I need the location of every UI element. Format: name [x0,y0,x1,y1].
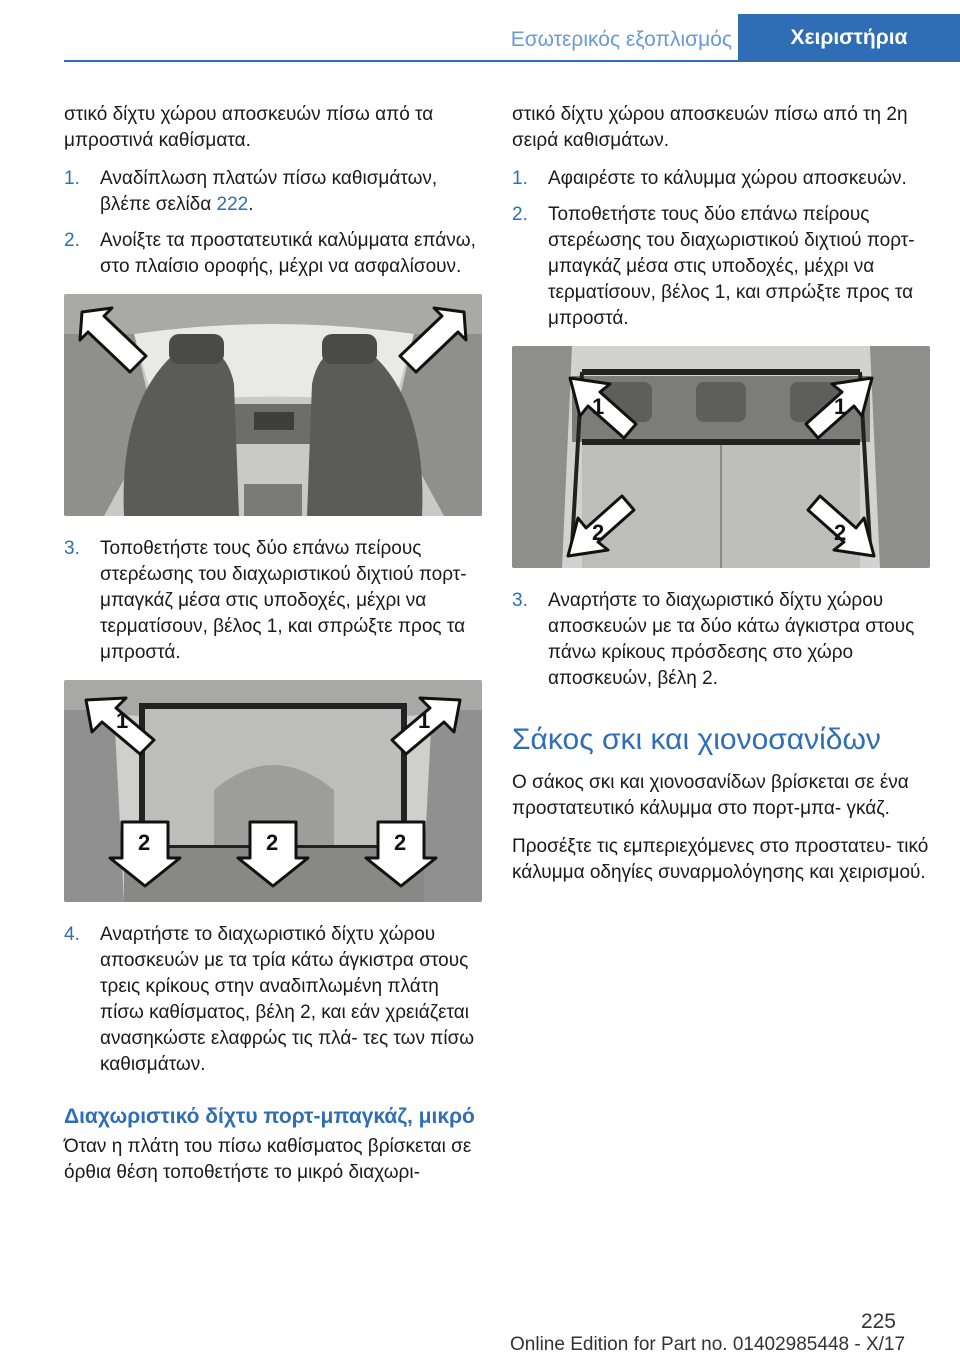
step-item: 2. Ανοίξτε τα προστατευτικά καλύμματα επ… [64,228,482,280]
arrow-up-right-icon [398,306,468,374]
arrow-label-1-icon: 1 [804,376,874,440]
arrow-up-left-icon [78,306,148,374]
arrow-label: 2 [266,830,278,855]
step-text: Αναρτήστε το διαχωριστικό δίχτυ χώρου απ… [100,924,475,1075]
step-item: 3. Τοποθετήστε τους δύο επάνω πείρους στ… [64,536,482,666]
header-rule [64,60,960,62]
step-text: Τοποθετήστε τους δύο επάνω πείρους στερέ… [100,538,467,663]
step-number: 4. [64,924,80,945]
section-paragraph: Προσέξτε τις εμπεριεχόμενες στο προστατε… [512,836,929,883]
figure-roof-covers [64,294,482,516]
step-text: Ανοίξτε τα προστατευτικά καλύμματα επάνω… [100,230,476,277]
footer-edition: Online Edition for Part no. 01402985448 … [510,1334,906,1355]
arrow-label-1-icon: 1 [390,696,462,756]
arrow-label-1-icon: 1 [568,376,638,440]
step-text-end: . [248,194,254,215]
step-text: Αναδίπλωση πλατών πίσω καθισμάτων, βλέπε… [100,168,438,215]
page-reference-link[interactable]: 222 [216,194,249,215]
section-paragraph: Ο σάκος σκι και χιονοσανίδων βρίσκεται σ… [512,772,909,819]
arrow-label: 2 [394,830,406,855]
step-text: Αφαιρέστε το κάλυμμα χώρου αποσκευών. [548,168,907,189]
step-text: Τοποθετήστε τους δύο επάνω πείρους στερέ… [548,204,915,329]
header-chapter-tab[interactable]: Χειριστήρια [738,14,960,62]
step-item: 4. Αναρτήστε το διαχωριστικό δίχτυ χώρου… [64,922,482,1078]
arrow-label: 1 [592,394,604,419]
left-intro-text: στικό δίχτυ χώρου αποσκευών πίσω από τα … [64,104,434,151]
arrow-label: 1 [116,708,128,733]
page-number: 225 [860,1310,896,1333]
step-item: 1. Αφαιρέστε το κάλυμμα χώρου αποσκευών. [512,166,930,192]
arrow-down-label-2-icon: 2 [108,820,182,888]
right-intro-text: στικό δίχτυ χώρου αποσκευών πίσω από τη … [512,104,908,151]
arrow-label: 2 [834,520,846,545]
step-number: 1. [64,168,80,189]
arrow-label-1-icon: 1 [84,696,156,756]
step-item: 2. Τοποθετήστε τους δύο επάνω πείρους στ… [512,202,930,332]
left-column: στικό δίχτυ χώρου αποσκευών πίσω από τα … [64,102,482,1198]
figure-net-front: 1 1 2 2 2 [64,680,482,902]
arrow-label: 2 [592,520,604,545]
step-number: 2. [512,204,528,225]
arrow-down-label-2-icon: 2 [236,820,310,888]
step-text: Αναρτήστε το διαχωριστικό δίχτυ χώρου απ… [548,590,915,689]
arrow-label-2-icon: 2 [566,494,636,558]
header-section-title: Εσωτερικός εξοπλισμός [510,28,732,51]
step-item: 1. Αναδίπλωση πλατών πίσω καθισμάτων, βλ… [64,166,482,218]
section-heading: Σάκος σκι και χιονοσανίδων [512,723,881,756]
subsection-heading: Διαχωριστικό δίχτυ πορτ-μπαγκάζ, μικρό [64,1105,475,1128]
subsection-paragraph: Όταν η πλάτη του πίσω καθίσματος βρίσκετ… [64,1136,472,1183]
step-number: 3. [512,590,528,611]
arrow-label: 2 [138,830,150,855]
arrow-label-2-icon: 2 [806,494,876,558]
arrow-down-label-2-icon: 2 [364,820,438,888]
step-item: 3. Αναρτήστε το διαχωριστικό δίχτυ χώρου… [512,588,930,692]
right-column: στικό δίχτυ χώρου αποσκευών πίσω από τη … [512,102,930,898]
step-number: 2. [64,230,80,251]
step-number: 3. [64,538,80,559]
step-number: 1. [512,168,528,189]
figure-net-cargo: 1 1 2 2 [512,346,930,568]
arrow-label: 1 [834,394,846,419]
arrow-label: 1 [418,708,430,733]
